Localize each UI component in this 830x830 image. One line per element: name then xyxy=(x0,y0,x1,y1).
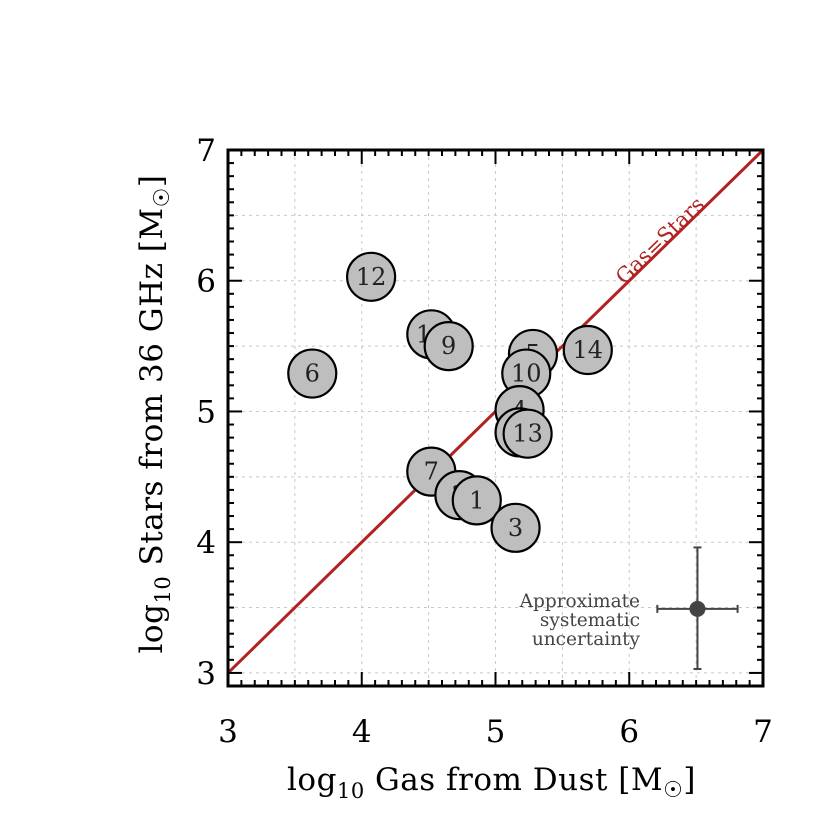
uncertainty-annotation-line: Approximate xyxy=(519,591,640,612)
y-axis-label-text: Stars from 36 GHz [M xyxy=(134,207,170,575)
point-label: 7 xyxy=(424,458,439,486)
y-axis-label: log10 Stars from 36 GHz [M☉] xyxy=(134,175,175,654)
x-axis-label-close: ] xyxy=(683,762,696,798)
data-point: 9 xyxy=(423,320,474,372)
point-label: 6 xyxy=(305,360,320,388)
data-point: 6 xyxy=(287,348,338,399)
point-label: 12 xyxy=(356,263,387,291)
y-tick-label: 7 xyxy=(196,133,216,169)
point-label: 1 xyxy=(469,486,484,514)
point-label: 14 xyxy=(573,336,604,364)
tick-labels: 3 4 5 6 7 3 4 5 6 7 xyxy=(196,133,773,750)
data-point: 14 xyxy=(562,324,613,376)
point-marker xyxy=(287,348,338,399)
x-tick-label: 6 xyxy=(619,714,639,750)
data-points: 1261195101448137213 xyxy=(287,251,613,553)
point-marker xyxy=(346,251,397,302)
point-marker xyxy=(423,320,474,372)
x-axis-label-text: Gas from Dust [M xyxy=(365,762,663,798)
point-marker xyxy=(502,408,553,459)
point-marker xyxy=(490,502,541,553)
plot-frame xyxy=(226,148,765,688)
data-point: 10 xyxy=(501,348,552,399)
point-label: 10 xyxy=(511,360,542,388)
x-axis-label: log10 Gas from Dust [M☉] xyxy=(287,762,696,803)
data-point: 1 xyxy=(451,475,502,526)
y-tick-label: 6 xyxy=(196,264,216,300)
x-tick-label: 3 xyxy=(218,714,238,750)
data-point: 13 xyxy=(502,408,553,459)
data-point: 3 xyxy=(490,502,541,553)
uncertainty-annotation-line: uncertainty xyxy=(532,629,641,650)
y-axis-label-sub: 10 xyxy=(151,576,175,604)
y-tick-label: 5 xyxy=(196,394,216,430)
y-tick-label: 3 xyxy=(196,656,216,692)
point-marker xyxy=(562,324,613,376)
point-marker xyxy=(451,475,502,526)
gas-equals-stars-label: Gas=Stars xyxy=(611,192,709,289)
x-axis-label-sub: 10 xyxy=(337,779,365,803)
point-label: 3 xyxy=(508,514,523,542)
uncertainty-point xyxy=(689,600,706,617)
point-label: 9 xyxy=(441,332,456,360)
point-label: 13 xyxy=(512,420,543,448)
x-tick-label: 7 xyxy=(753,714,773,750)
solar-symbol: ☉ xyxy=(150,187,175,207)
data-point: 12 xyxy=(346,251,397,302)
y-axis-label-group: log10 Stars from 36 GHz [M☉] xyxy=(134,175,175,654)
y-axis-label-prefix: log xyxy=(134,604,170,654)
x-tick-label: 5 xyxy=(486,714,506,750)
x-axis-label-prefix: log xyxy=(287,762,337,798)
solar-symbol: ☉ xyxy=(663,778,683,803)
uncertainty-annotation-line: systematic xyxy=(540,610,640,631)
y-tick-label: 4 xyxy=(196,525,216,561)
x-tick-label: 4 xyxy=(352,714,372,750)
y-axis-label-close: ] xyxy=(134,175,170,188)
